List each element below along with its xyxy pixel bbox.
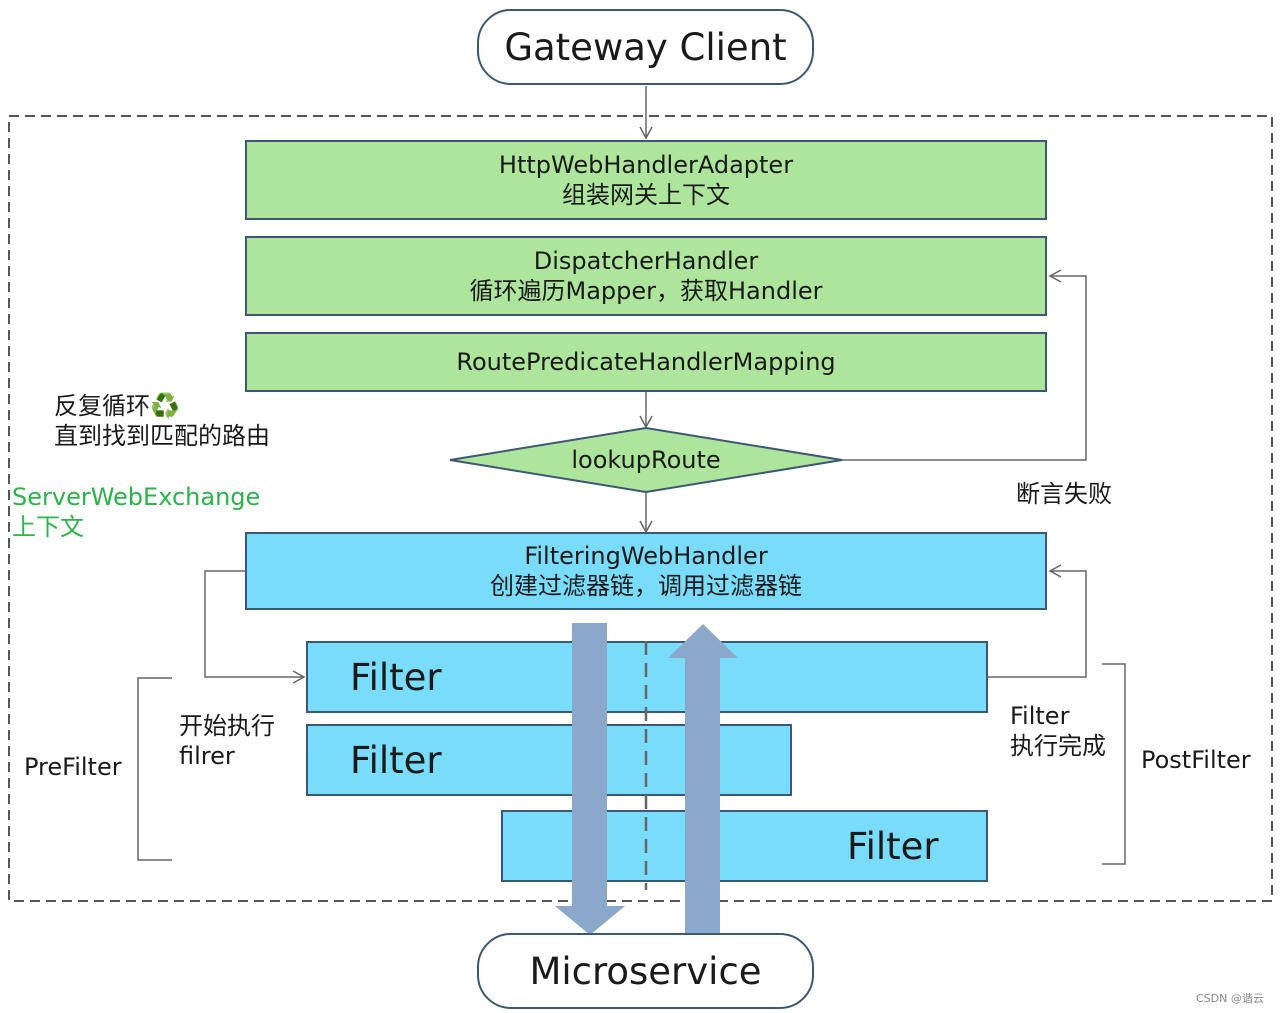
request-down-arrow: [555, 623, 625, 935]
start-exec-line2: filrer: [179, 742, 235, 770]
filter-label-1: Filter: [350, 655, 442, 699]
exec-done-line2: 执行完成: [1010, 732, 1106, 760]
watermark: CSDN @谐云: [1196, 992, 1264, 1005]
gateway-client-node: Gateway Client: [477, 9, 814, 85]
gateway-boundary: [8, 115, 1273, 902]
prefilter-bracket: [137, 677, 172, 861]
dispatcher-node: DispatcherHandler 循环遍历Mapper，获取Handler: [245, 236, 1047, 316]
prefilter-label: PreFilter: [24, 753, 122, 781]
mapping-title: RoutePredicateHandlerMapping: [456, 348, 836, 376]
start-exec-note: 开始执行 filrer: [179, 711, 275, 771]
lookup-label: lookupRoute: [571, 446, 721, 474]
loop-note-line2: 直到找到匹配的路由: [54, 422, 270, 450]
adapter-node: HttpWebHandlerAdapter 组装网关上下文: [245, 140, 1047, 220]
microservice-node: Microservice: [477, 933, 814, 1009]
loop-note: 反复循环♻️ 直到找到匹配的路由: [54, 391, 270, 451]
postfilter-label: PostFilter: [1141, 746, 1251, 774]
exec-done-line1: Filter: [1010, 702, 1070, 730]
filtering-node: FilteringWebHandler 创建过滤器链，调用过滤器链: [245, 532, 1047, 610]
arrow-loop-dispatcher: [842, 269, 1087, 461]
exchange-note: ServerWebExchange 上下文: [12, 482, 260, 542]
start-exec-line1: 开始执行: [179, 712, 275, 740]
adapter-subtitle: 组装网关上下文: [562, 181, 730, 209]
loop-note-line1: 反复循环♻️: [54, 392, 180, 420]
response-up-arrow: [668, 624, 738, 935]
filtering-title: FilteringWebHandler: [524, 542, 768, 570]
arrow-filter-filtering: [988, 564, 1087, 678]
mapping-node: RoutePredicateHandlerMapping: [245, 332, 1047, 392]
arrow-filtering-filter: [204, 570, 306, 684]
exchange-note-line1: ServerWebExchange: [12, 483, 261, 511]
dispatcher-subtitle: 循环遍历Mapper，获取Handler: [469, 277, 823, 305]
dispatcher-title: DispatcherHandler: [533, 247, 759, 275]
gateway-client-label: Gateway Client: [504, 25, 787, 69]
predicate-fail-label: 断言失败: [1016, 480, 1112, 508]
adapter-title: HttpWebHandlerAdapter: [498, 151, 794, 179]
filter-label-3: Filter: [847, 824, 939, 868]
postfilter-bracket: [1102, 663, 1126, 865]
filtering-subtitle: 创建过滤器链，调用过滤器链: [490, 572, 802, 600]
microservice-label: Microservice: [529, 949, 762, 993]
exec-done-note: Filter 执行完成: [1010, 701, 1106, 761]
filter-label-2: Filter: [350, 738, 442, 782]
exchange-note-line2: 上下文: [12, 513, 84, 541]
